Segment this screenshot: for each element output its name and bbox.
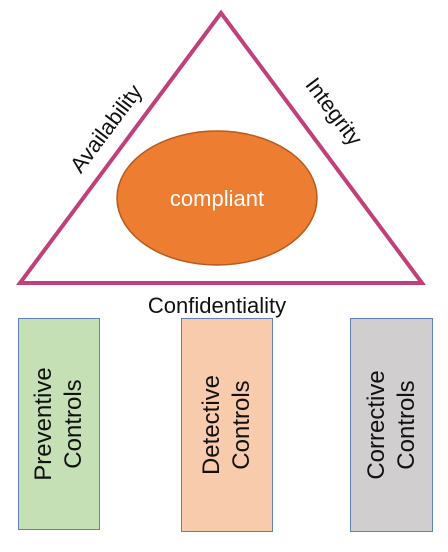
- corrective-label-line2: Controls: [392, 380, 420, 470]
- preventive-controls-label: Preventive Controls: [29, 367, 89, 480]
- corrective-controls-box: Corrective Controls: [350, 318, 433, 532]
- integrity-label: Integrity: [300, 73, 367, 151]
- detective-controls-box: Detective Controls: [181, 318, 273, 532]
- compliant-ellipse: [116, 130, 318, 266]
- preventive-controls-box: Preventive Controls: [18, 318, 100, 530]
- cia-triangle: [16, 9, 426, 285]
- corrective-label-line1: Corrective: [362, 370, 390, 480]
- preventive-label-line1: Preventive: [30, 367, 57, 481]
- detective-label-line2: Controls: [228, 380, 255, 470]
- compliant-label: compliant: [170, 186, 264, 211]
- detective-controls-label: Detective Controls: [197, 375, 257, 475]
- corrective-controls-label: Corrective Controls: [362, 370, 422, 479]
- detective-label-line1: Detective: [198, 374, 225, 476]
- confidentiality-label: Confidentiality: [148, 293, 286, 318]
- preventive-label-line2: Controls: [60, 379, 87, 469]
